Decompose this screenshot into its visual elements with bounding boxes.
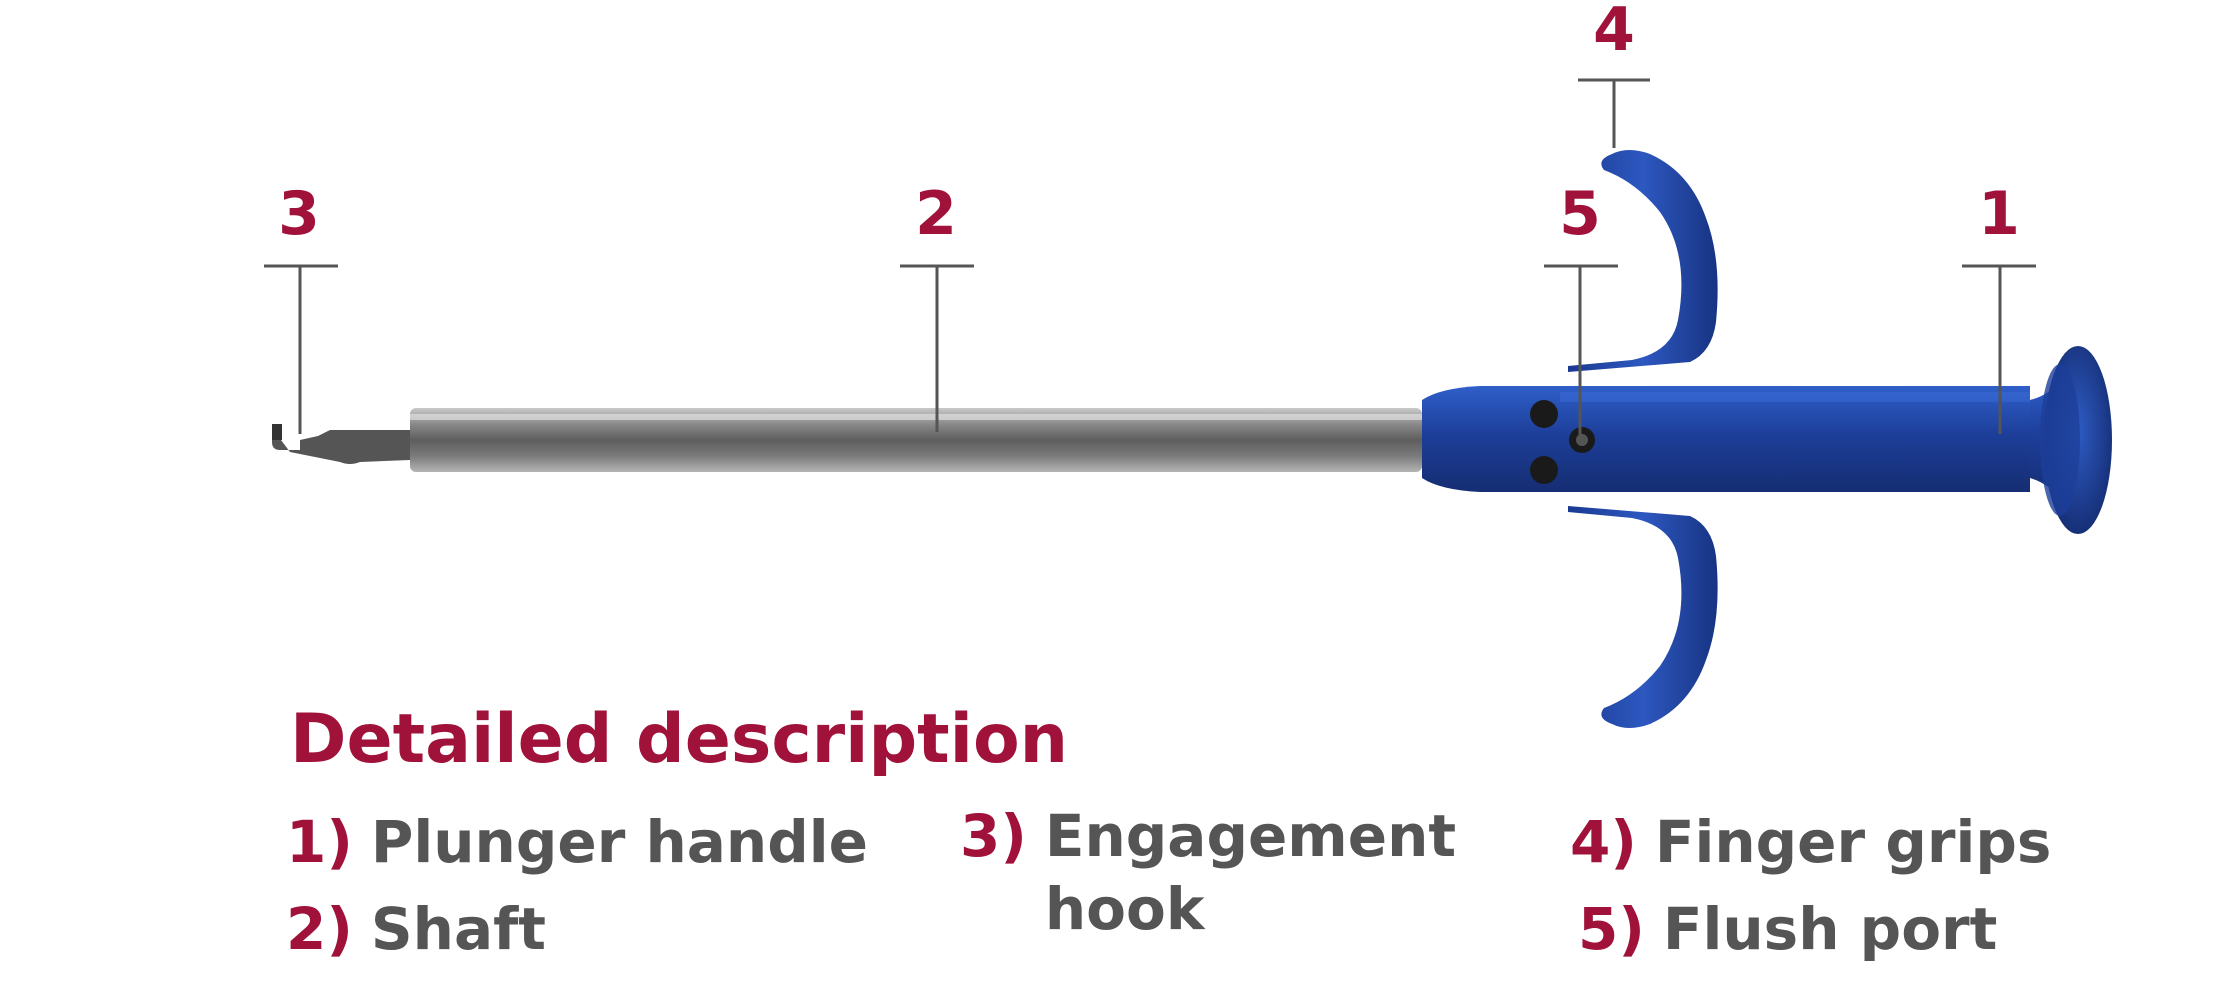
flush-port: [1530, 400, 1595, 484]
legend-label: Flush port: [1662, 895, 1998, 963]
callout-1: 1: [1978, 179, 2020, 249]
callout-4: 4: [1593, 0, 1635, 65]
legend-label: Finger grips: [1654, 808, 2052, 876]
plunger-handle: [1422, 346, 2112, 534]
legend-item-plunger-handle: 1)Plunger handle: [286, 806, 868, 879]
legend-number: 4): [1570, 808, 1637, 876]
engagement-hook: [272, 424, 410, 464]
legend-number: 5): [1578, 895, 1645, 963]
legend-item-finger-grips: 4)Finger grips: [1570, 806, 2051, 879]
legend-label: Plunger handle: [370, 808, 868, 876]
legend-item-flush-port: 5)Flush port: [1578, 893, 1997, 966]
legend-item-shaft: 2)Shaft: [286, 893, 546, 966]
callout-2: 2: [915, 179, 957, 249]
legend-item-engagement-hook: 3)Engagement hook: [960, 800, 1505, 945]
legend-number: 1): [286, 808, 353, 876]
shaft: [410, 408, 1422, 472]
leader-lines: [264, 78, 2036, 440]
legend-label: Engagement hook: [1044, 802, 1457, 943]
legend-heading: Detailed description: [290, 700, 1069, 779]
legend-label: Shaft: [370, 895, 547, 963]
legend-number: 3): [960, 802, 1027, 870]
callout-3: 3: [278, 179, 320, 249]
callout-5: 5: [1559, 179, 1601, 249]
legend-number: 2): [286, 895, 353, 963]
finger-grips: [1568, 150, 1718, 728]
